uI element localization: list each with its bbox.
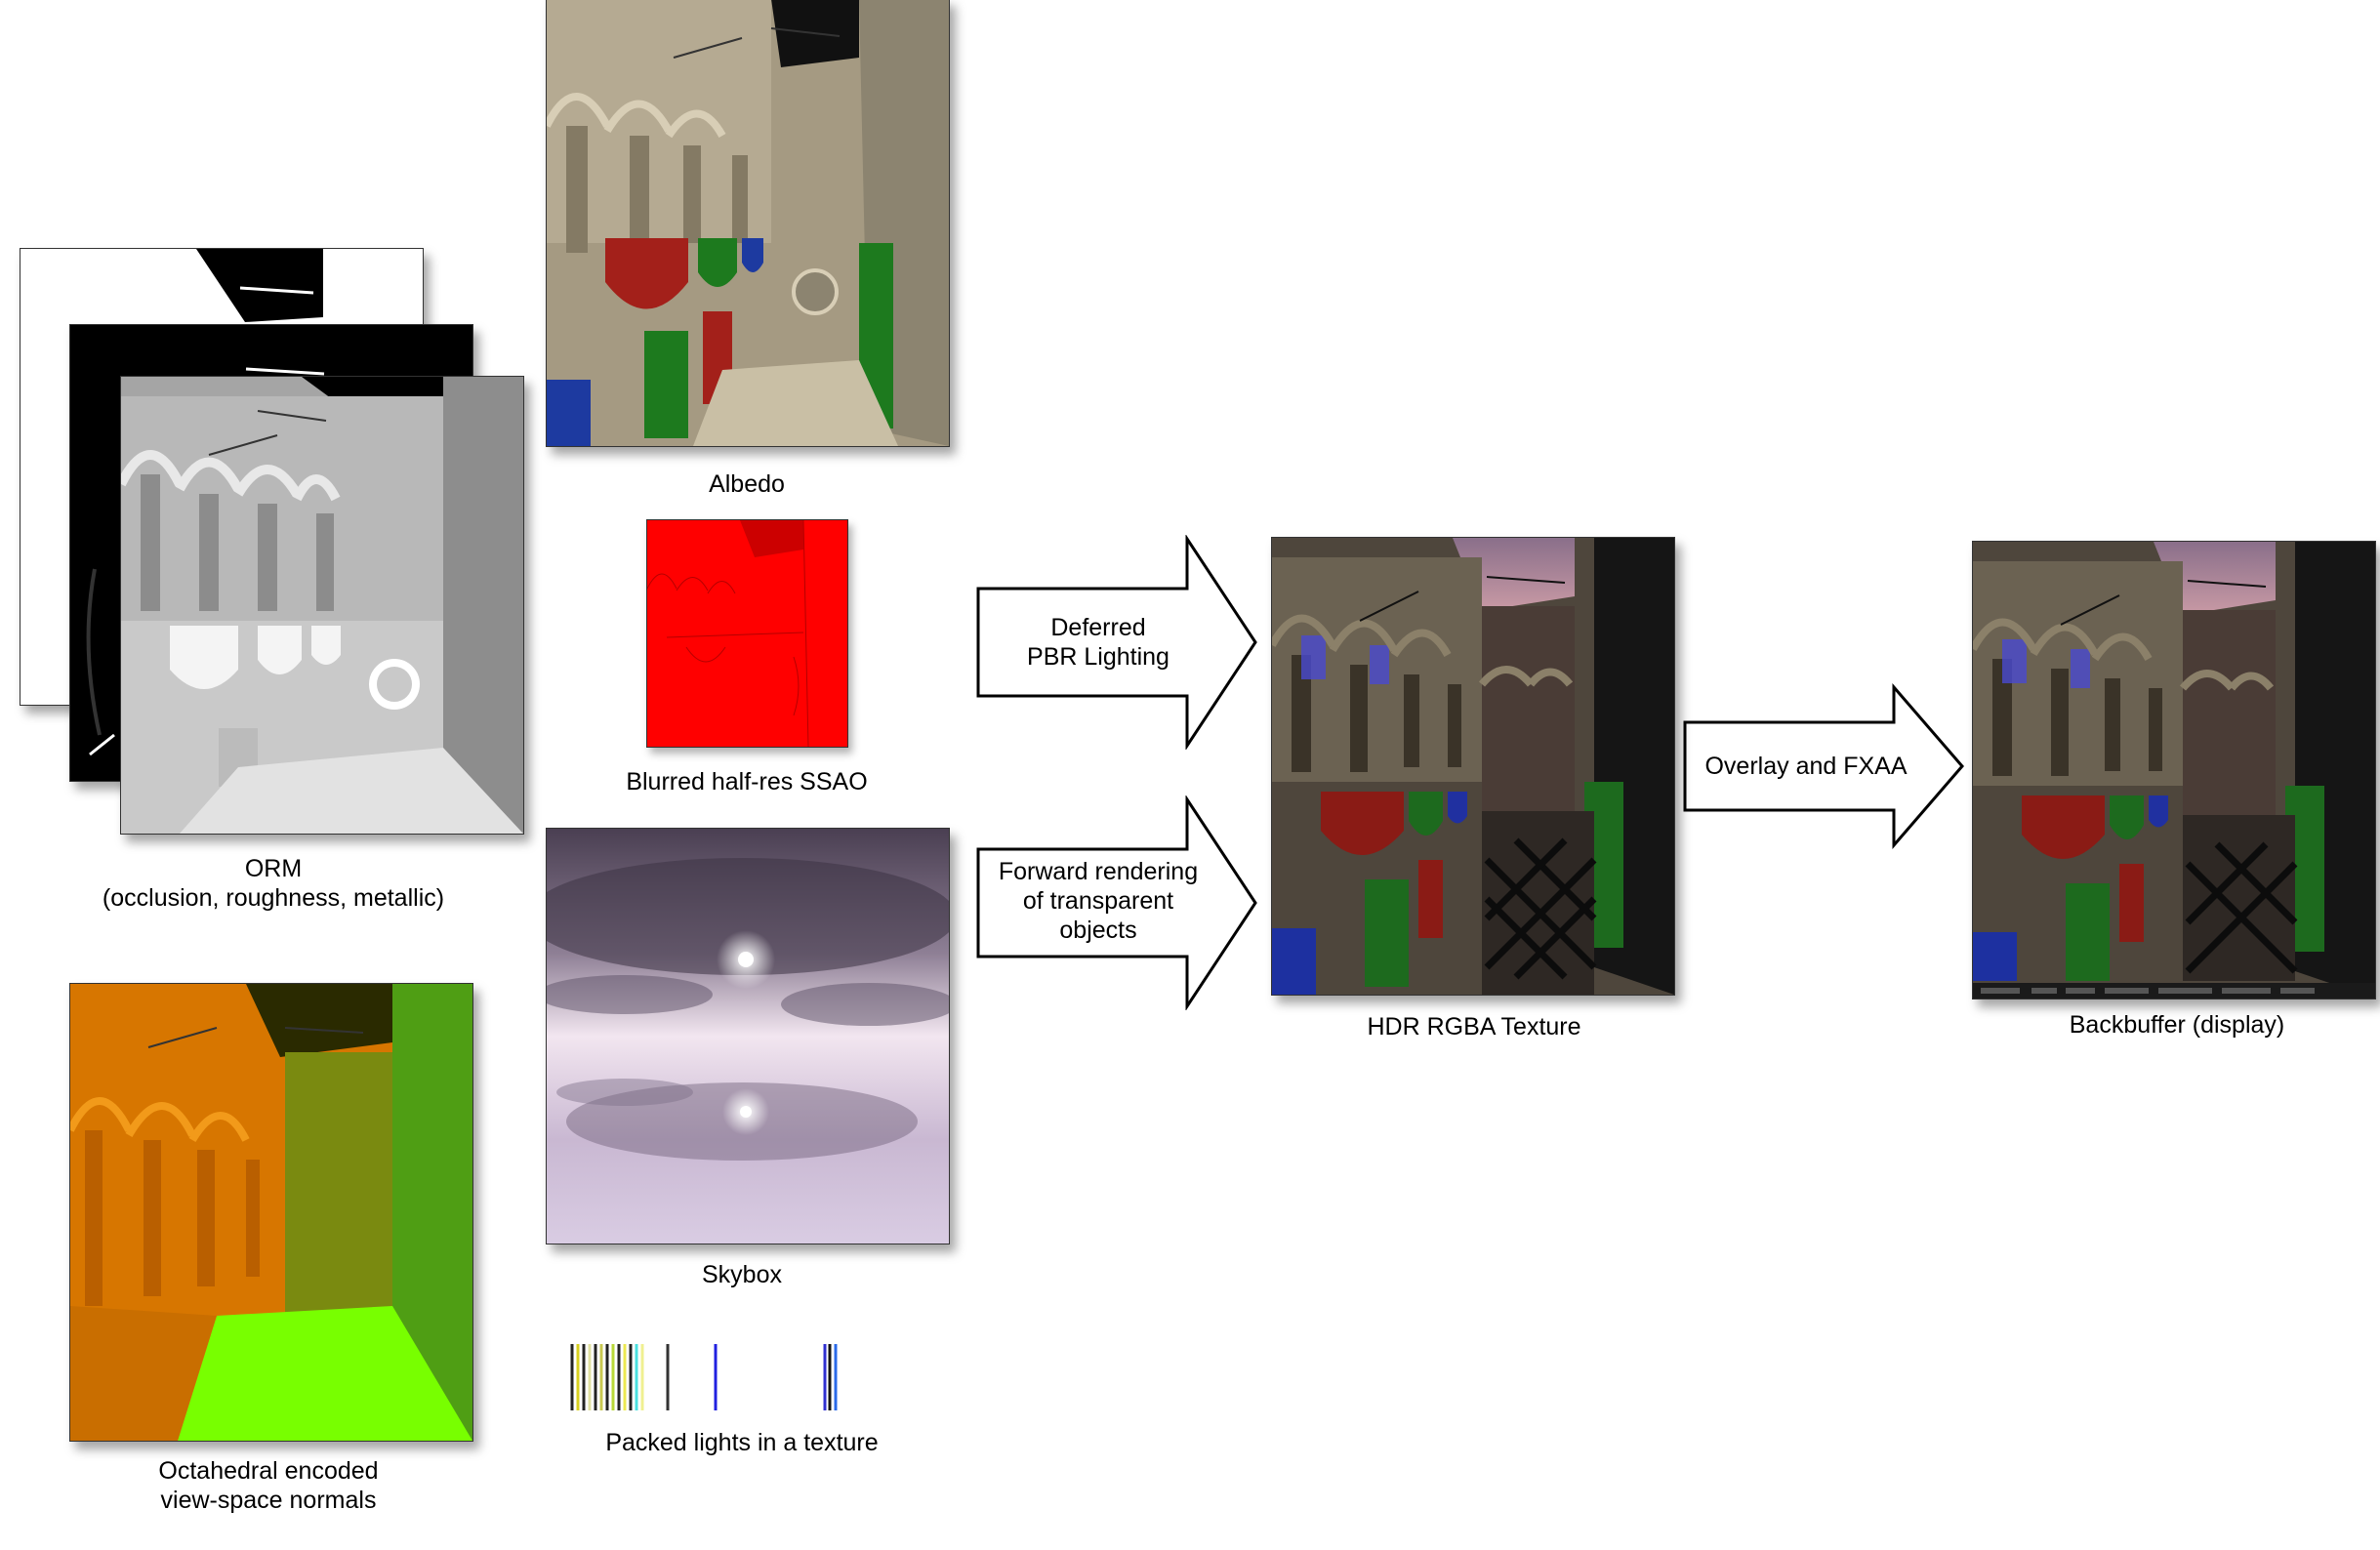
orm-image <box>120 376 524 835</box>
hdr-image <box>1271 537 1675 996</box>
deferred-arrow <box>976 535 1257 750</box>
hdr-caption: HDR RGBA Texture <box>1367 1013 1581 1040</box>
backbuffer-caption: Backbuffer (display) <box>2069 1011 2285 1039</box>
overlay-arrow <box>1683 683 1964 849</box>
forward-arrow-label: Forward rendering of transparent objects <box>998 858 1199 944</box>
packed-lights-strip <box>570 1344 838 1410</box>
overlay-arrow-label: Overlay and FXAA <box>1704 753 1908 780</box>
normals-caption: Octahedral encoded view-space normals <box>158 1457 379 1514</box>
normals-image <box>69 983 473 1442</box>
backbuffer-image <box>1972 541 2376 999</box>
skybox-image <box>546 828 950 1244</box>
albedo-caption: Albedo <box>709 470 785 498</box>
ssao-caption: Blurred half-res SSAO <box>626 768 868 795</box>
forward-arrow <box>976 795 1257 1010</box>
albedo-image <box>546 0 950 447</box>
ssao-image <box>646 519 848 748</box>
lights-caption: Packed lights in a texture <box>605 1429 879 1456</box>
orm-caption: ORM (occlusion, roughness, metallic) <box>102 855 445 912</box>
deferred-arrow-label: Deferred PBR Lighting <box>1027 614 1169 671</box>
skybox-caption: Skybox <box>702 1261 782 1288</box>
